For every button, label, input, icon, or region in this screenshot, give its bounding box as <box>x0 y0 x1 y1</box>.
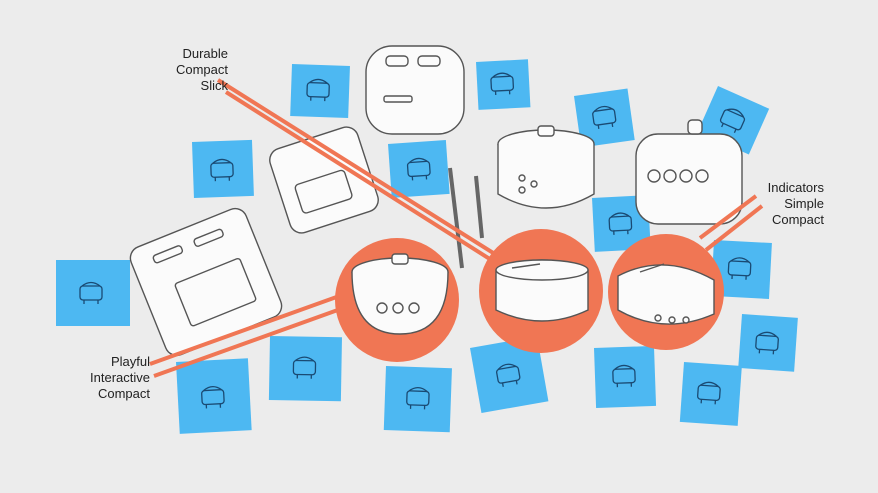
label-indicators: Indicators Simple Compact <box>740 180 824 228</box>
label-line: Slick <box>200 78 228 93</box>
pen-sketch <box>474 175 484 239</box>
label-line: Compact <box>97 386 150 401</box>
sticky-note <box>383 366 452 433</box>
sticky-note <box>268 336 342 402</box>
sticky-note <box>738 314 798 372</box>
sticky-note <box>594 345 657 408</box>
label-line: Simple <box>784 196 824 211</box>
sticky-note <box>574 88 635 148</box>
sticky-note <box>470 336 549 413</box>
label-line: Interactive <box>90 370 150 385</box>
label-line: Compact <box>175 62 228 77</box>
cube-cooker-sketch <box>635 119 743 225</box>
highlight-playful <box>335 238 459 362</box>
slow-cooker-sketch <box>497 125 595 209</box>
sticky-note <box>711 240 772 299</box>
sticky-note <box>290 64 350 118</box>
label-line: Playful <box>110 354 150 369</box>
cooker-sketch-tilted <box>269 126 379 234</box>
appliance-sketches <box>129 45 743 357</box>
sticky-note <box>56 260 130 326</box>
label-durable: Durable Compact Slick <box>150 46 228 94</box>
connector-lines <box>149 78 764 378</box>
label-line: Durable <box>182 46 228 61</box>
sticky-note <box>476 59 531 110</box>
sticky-note <box>192 139 254 198</box>
sticky-note <box>176 358 252 434</box>
toaster-sketch-top <box>365 45 465 135</box>
label-line: Compact <box>771 212 824 227</box>
label-line: Indicators <box>767 180 824 195</box>
sticky-notes <box>56 59 798 434</box>
sticky-note <box>592 195 651 252</box>
sticky-note <box>388 139 450 198</box>
pen-sketch <box>448 167 464 269</box>
highlight-durable <box>479 229 603 353</box>
sticky-note <box>679 362 742 426</box>
label-playful: Playful Interactive Compact <box>66 354 150 402</box>
highlight-indicators <box>608 234 724 350</box>
toaster-sketch-large <box>129 207 283 357</box>
